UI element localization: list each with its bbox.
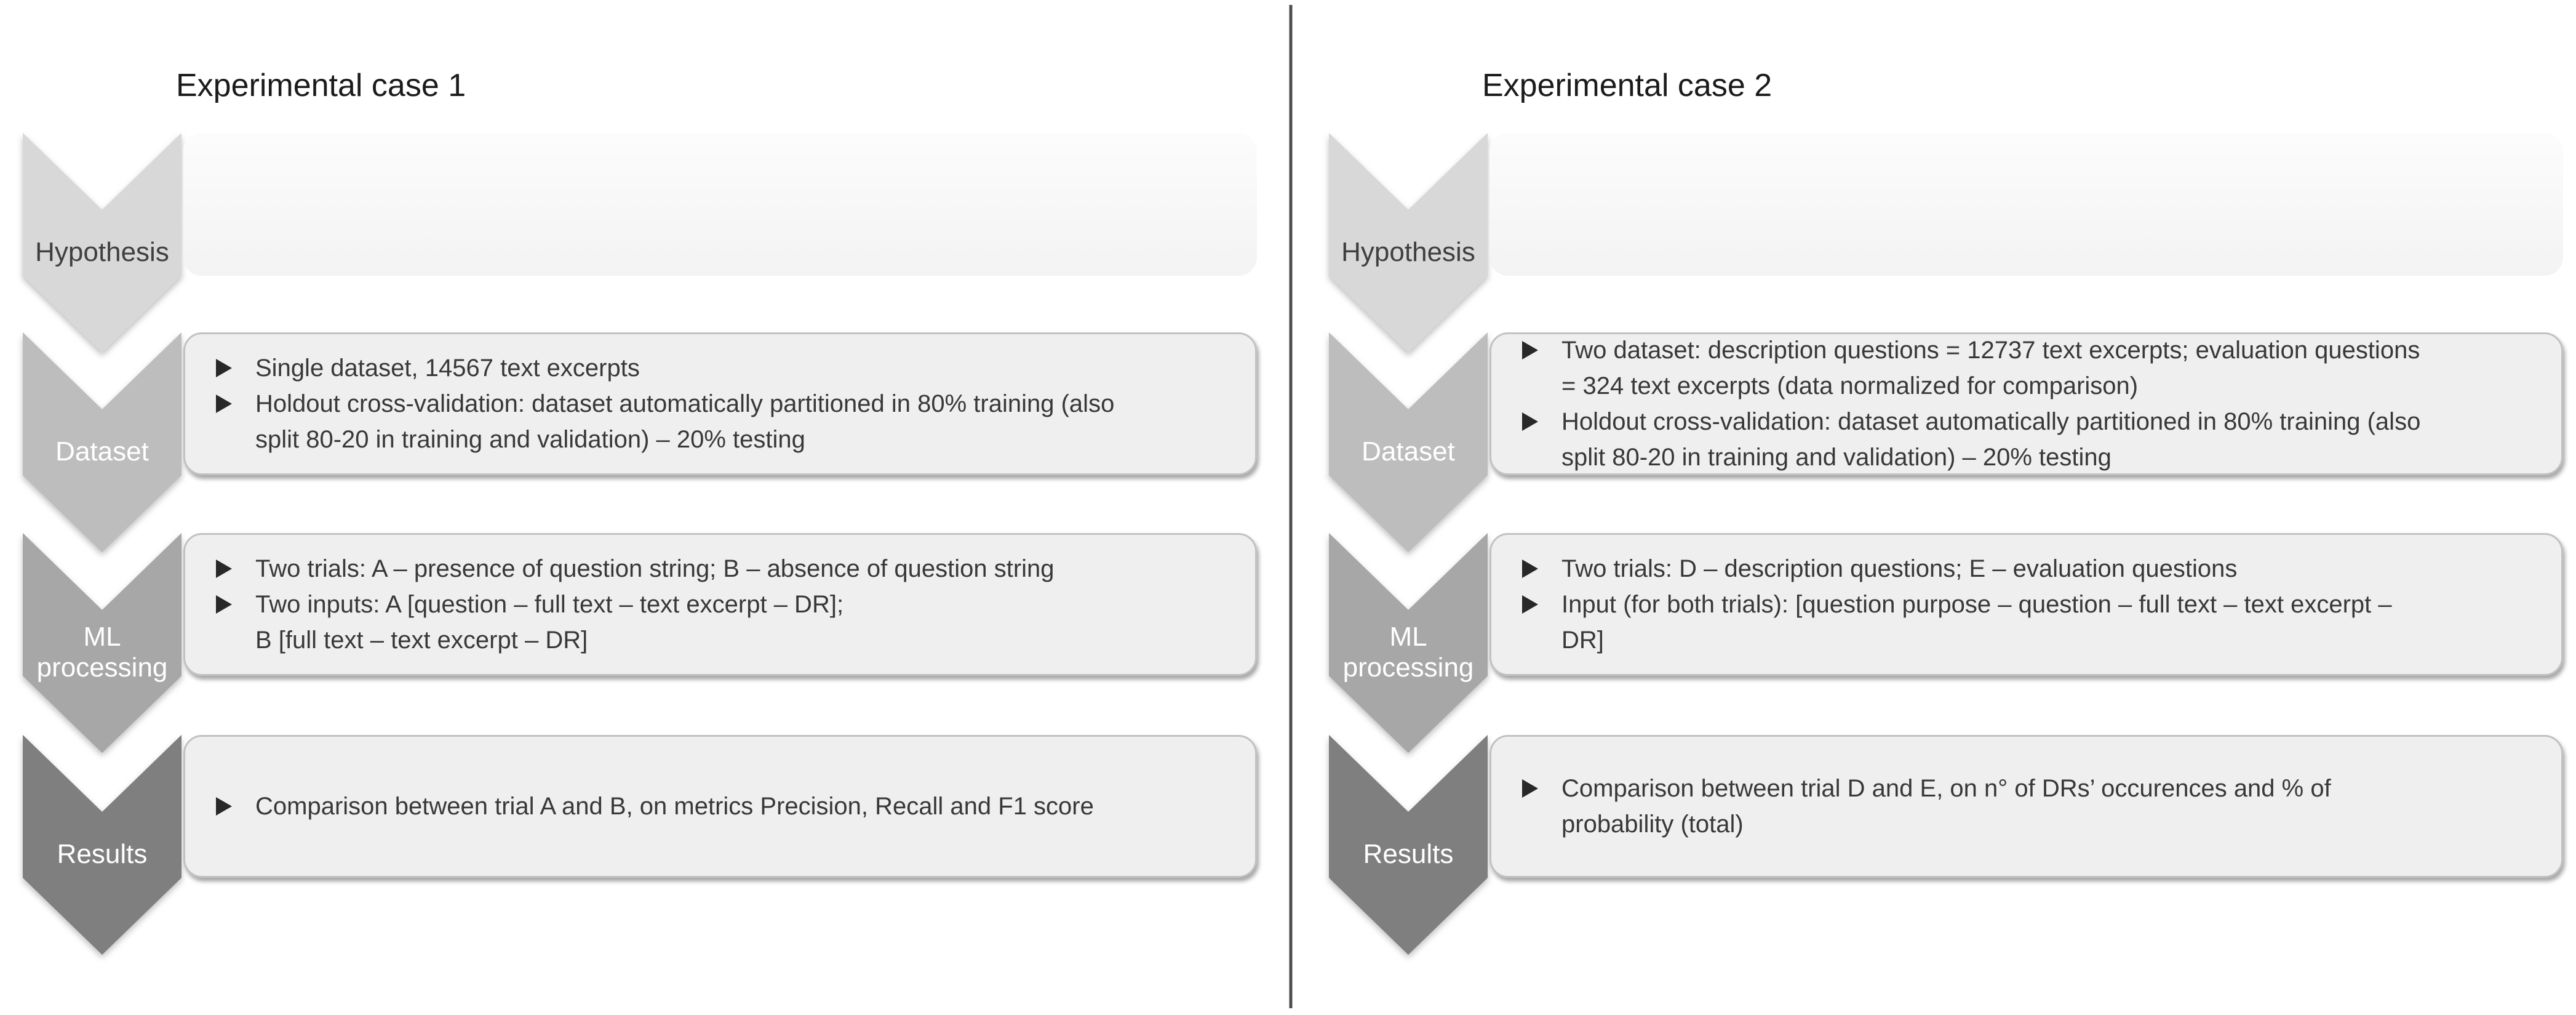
bullet-text: Two trials: A – presence of question str… [255,551,1055,587]
bullet-line: Two trials: A – presence of question str… [255,555,1055,582]
bullet-text: Holdout cross-validation: dataset automa… [255,386,1114,457]
chevron-results: Results [1329,735,1488,955]
bullet-text: Input (for both trials): [question purpo… [1561,587,2392,658]
bullet-line: split 80-20 in training and validation) … [1561,444,2111,471]
bullet-item: Two inputs: A [question – full text – te… [216,587,1233,658]
bullet-line: DR] [1561,627,1604,654]
bullet-line: Input (for both trials): [question purpo… [1561,591,2392,618]
step-content-box-results: Comparison between trial A and B, on met… [183,735,1257,878]
bullet-text: Two inputs: A [question – full text – te… [255,587,843,658]
chevron-label-dataset: Dataset [1362,436,1455,467]
bullet-line: Single dataset, 14567 text excerpts [255,355,640,382]
bullet-text: Holdout cross-validation: dataset automa… [1561,404,2420,475]
bullet-line: Comparison between trial D and E, on n° … [1561,775,2331,802]
bullet-line: Holdout cross-validation: dataset automa… [1561,408,2421,435]
chevron-hypothesis: Hypothesis [23,133,181,353]
chevron-hypothesis: Hypothesis [1329,133,1488,353]
chevron-dataset: Dataset [23,332,181,552]
chevron-shape: Dataset [1329,332,1488,552]
chevron-label-results: Results [1363,838,1454,869]
chevron-shape: ML processing [23,533,181,753]
step-content-box-dataset: Two dataset: description questions = 127… [1489,332,2563,475]
bullet-line: B [full text – text excerpt – DR] [255,627,588,654]
panel-divider-line [1290,5,1292,1008]
bullet-item: Holdout cross-validation: dataset automa… [216,386,1233,457]
bullet-line: probability (total) [1561,811,1744,838]
panel-title: Experimental case 2 [1482,68,1772,103]
panel-title: Experimental case 1 [176,68,466,103]
chevron-label-results: Results [57,838,148,869]
bullet-item: Holdout cross-validation: dataset automa… [1522,404,2539,475]
bullet-line: Two inputs: A [question – full text – te… [255,591,844,618]
bullet-triangle-icon [1522,779,1538,798]
chevron-ml-processing: ML processing [1329,533,1488,753]
step-content-box-ml-processing: Two trials: D – description questions; E… [1489,533,2563,676]
bullet-line: Two dataset: description questions = 127… [1561,337,2420,364]
bullet-triangle-icon [216,797,232,816]
bullet-text: Comparison between trial D and E, on n° … [1561,771,2331,842]
bullet-item: Two trials: D – description questions; E… [1522,551,2539,587]
bullet-triangle-icon [1522,560,1538,578]
hypothesis-row-box [183,133,1257,276]
bullet-text: Comparison between trial A and B, on met… [255,788,1094,824]
bullet-triangle-icon [216,359,232,377]
bullet-triangle-icon [216,560,232,578]
bullet-item: Two trials: A – presence of question str… [216,551,1233,587]
chevron-label-dataset: Dataset [55,436,149,467]
chevron-shape: Hypothesis [1329,133,1488,353]
chevron-shape: Results [23,735,181,955]
hypothesis-row-box [1489,133,2563,276]
bullet-triangle-icon [216,595,232,614]
bullet-item: Comparison between trial D and E, on n° … [1522,771,2539,842]
bullet-line: = 324 text excerpts (data normalized for… [1561,372,2139,399]
chevron-ml-processing: ML processing [23,533,181,753]
chevron-label-hypothesis: Hypothesis [1341,236,1475,267]
bullet-item: Single dataset, 14567 text excerpts [216,350,1233,386]
chevron-shape: ML processing [1329,533,1488,753]
bullet-text: Two trials: D – description questions; E… [1561,551,2237,587]
chevron-shape: Hypothesis [23,133,181,353]
bullet-line: Comparison between trial A and B, on met… [255,793,1094,820]
bullet-line: split 80-20 in training and validation) … [255,426,805,453]
bullet-item: Input (for both trials): [question purpo… [1522,587,2539,658]
bullet-triangle-icon [1522,341,1538,359]
bullet-triangle-icon [1522,412,1538,431]
bullet-triangle-icon [1522,595,1538,614]
chevron-label-ml-processing: ML processing [36,621,168,683]
bullet-line: Holdout cross-validation: dataset automa… [255,390,1115,417]
bullet-line: Two trials: D – description questions; E… [1561,555,2238,582]
bullet-item: Comparison between trial A and B, on met… [216,788,1233,824]
chevron-label-ml-processing: ML processing [1342,621,1474,683]
chevron-dataset: Dataset [1329,332,1488,552]
bullet-item: Two dataset: description questions = 127… [1522,332,2539,404]
step-content-box-results: Comparison between trial D and E, on n° … [1489,735,2563,878]
bullet-text: Two dataset: description questions = 127… [1561,332,2420,404]
chevron-label-hypothesis: Hypothesis [35,236,169,267]
step-content-box-ml-processing: Two trials: A – presence of question str… [183,533,1257,676]
chevron-shape: Dataset [23,332,181,552]
bullet-triangle-icon [216,395,232,413]
chevron-shape: Results [1329,735,1488,955]
chevron-results: Results [23,735,181,955]
bullet-text: Single dataset, 14567 text excerpts [255,350,640,386]
